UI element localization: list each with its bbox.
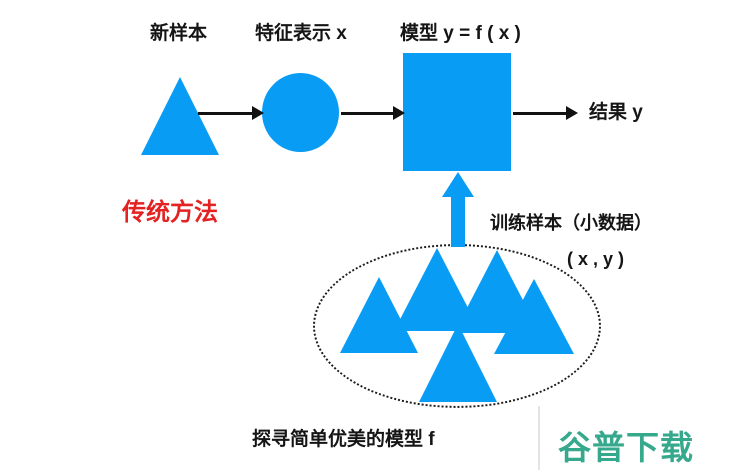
arrow-right-3-line [513,112,568,115]
feature-circle [262,73,339,152]
label-xy-pair: ( x , y ) [567,249,625,269]
label-result: 结果 y [589,102,643,123]
label-new-sample: 新样本 [150,23,208,44]
watermark-text: 谷普下载 [558,429,694,466]
arrow-right-1-line [198,112,254,115]
arrow-right-3-head [566,106,578,120]
training-up-arrow-head [442,172,474,197]
new-sample-triangle [141,77,219,155]
training-triangle-4 [494,279,574,354]
training-triangle-5 [419,324,497,402]
label-traditional-method: 传统方法 [122,199,218,226]
label-feature-representation: 特征表示 x [255,23,347,44]
arrow-right-2-line [341,112,395,115]
training-up-arrow-shaft [451,196,465,247]
arrow-right-2-head [393,106,405,120]
model-square [403,53,511,171]
label-model-equation: 模型 y = f ( x ) [400,23,521,44]
label-caption: 探寻简单优美的模型 f [252,429,435,450]
arrow-right-1-head [252,106,264,120]
watermark-divider [538,406,540,470]
label-training-samples: 训练样本（小数据） [490,213,652,233]
